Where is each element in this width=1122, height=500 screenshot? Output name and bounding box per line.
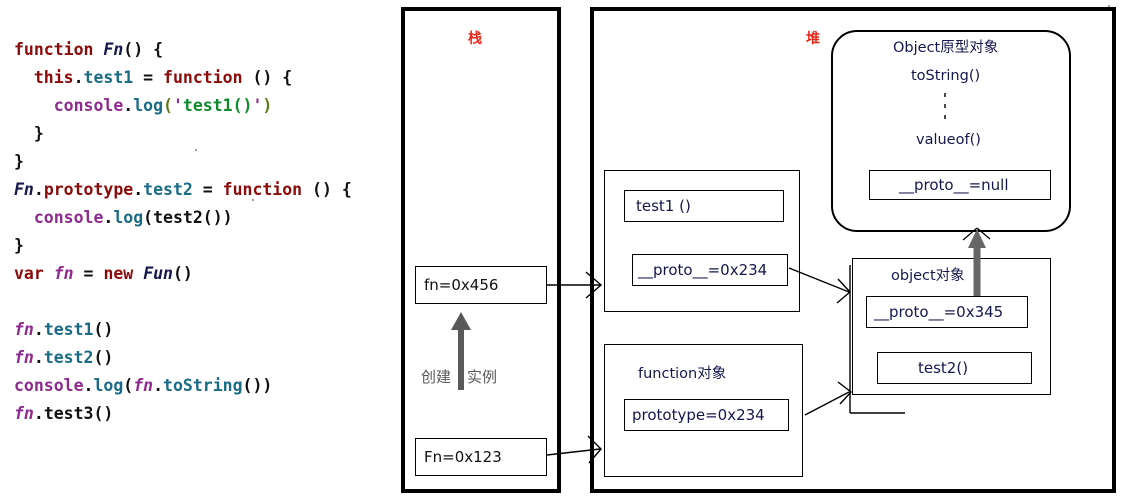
code-token: console [14,376,84,395]
code-panel: function Fn() { this.test1 = function ()… [0,0,398,500]
code-line: } [14,152,24,171]
code-token: () [93,320,114,339]
prototype-object-cell-proto[interactable] [866,296,1028,328]
code-token: . [123,96,134,115]
object-prototype-member-valueof: valueof() [916,132,981,148]
code-token: () { [123,40,164,59]
code-token: . [103,208,114,227]
code-token: = [133,68,164,87]
code-token: ( [163,96,173,115]
code-token: = [192,180,223,199]
code-token: (test2()) [143,208,233,227]
code-token: Fn [14,180,34,199]
function-object-title: function对象 [638,366,727,382]
code-token: console [14,208,104,227]
code-token: test1 [83,68,134,87]
stack-slot-Fn[interactable] [415,438,547,476]
code-line: console.log(test2()) [14,208,233,227]
code-token: function [222,180,303,199]
code-token: fn [133,376,154,395]
function-object-cell-prototype[interactable] [624,399,789,431]
code-token: Fun [143,264,173,283]
code-token: ) [262,96,273,115]
code-line: var fn = new Fun() [14,264,193,283]
code-line: console.log('test1()') [14,96,273,115]
prototype-object-cell-proto-label: __proto__=0x345 [874,303,1004,321]
code-line: fn.test3() [14,404,113,423]
code-token: } [14,236,24,255]
code-line: console.log(fn.toString()) [14,376,272,395]
code-token: test2 [43,348,94,367]
code-token: } [14,152,24,171]
code-token: . [153,376,164,395]
code-token: test1() [182,96,253,115]
code-token: ' [252,96,263,115]
object-prototype-box[interactable] [831,30,1071,232]
stack-arrow-caption-left: 创建 [421,368,452,386]
code-line: } [14,236,24,255]
code-token: Fn [103,40,124,59]
object-prototype-proto-cell[interactable] [869,170,1051,200]
code-token: () { [242,68,293,87]
code-token: . [33,320,44,339]
code-token: } [14,124,44,143]
heap-title: 堆 [806,31,820,47]
code-token: this [14,68,74,87]
code-token: . [133,180,144,199]
instance-object-cell-proto[interactable] [632,254,788,286]
code-token: log [113,208,144,227]
code-token: fn [14,320,34,339]
code-token: . [33,348,44,367]
code-token: . [73,68,84,87]
code-token: ( [123,376,134,395]
code-token: prototype [43,180,134,199]
code-line: this.test1 = function () { [14,68,292,87]
stack-frame [401,7,561,493]
code-line: function Fn() { [14,40,163,59]
object-prototype-member-tostring: toString() [911,68,981,84]
code-token: = [73,264,104,283]
code-token: ' [172,96,183,115]
code-token: . [33,404,44,423]
code-token: () { [302,180,352,199]
function-object-cell-prototype-label: prototype=0x234 [632,406,765,424]
code-token: ()) [242,376,273,395]
code-line: } [14,124,44,143]
stack-title: 栈 [468,31,482,47]
code-token: test1 [43,320,94,339]
object-prototype-proto-label: __proto__=null [899,176,1009,194]
code-token: . [83,376,94,395]
stack-arrow-caption-right: 实例 [467,368,498,386]
code-token: new [103,264,144,283]
code-token: log [93,376,124,395]
code-token: () [93,348,114,367]
stack-slot-fn-label: fn=0x456 [424,276,499,294]
stack-slot-Fn-label: Fn=0x123 [424,448,502,466]
code-token: fn [14,348,34,367]
code-line: fn.test2() [14,348,113,367]
code-token: log [133,96,164,115]
code-token: test2 [143,180,193,199]
stack-slot-fn[interactable] [415,266,547,304]
code-token: function [14,40,104,59]
code-token: toString [163,376,243,395]
code-token: () [173,264,193,283]
code-line: fn.test1() [14,320,113,339]
code-token: test3() [43,404,114,423]
code-token: fn [53,264,74,283]
prototype-object-cell-test2[interactable] [877,352,1032,384]
code-line: Fn.prototype.test2 = function () { [14,180,352,199]
code-token: fn [14,404,34,423]
code-token: function [163,68,243,87]
heap-frame [590,7,1116,493]
code-token: var [14,264,54,283]
code-token: console [14,96,124,115]
prototype-object-cell-test2-label: test2() [918,359,969,377]
object-prototype-title: Object原型对象 [893,40,999,56]
instance-object-cell-proto-label: __proto__=0x234 [638,261,768,279]
instance-object-cell-test1[interactable] [624,190,784,222]
code-token: . [33,180,44,199]
instance-object-cell-test1-label: test1 () [636,197,691,215]
prototype-object-title: object对象 [891,268,965,284]
